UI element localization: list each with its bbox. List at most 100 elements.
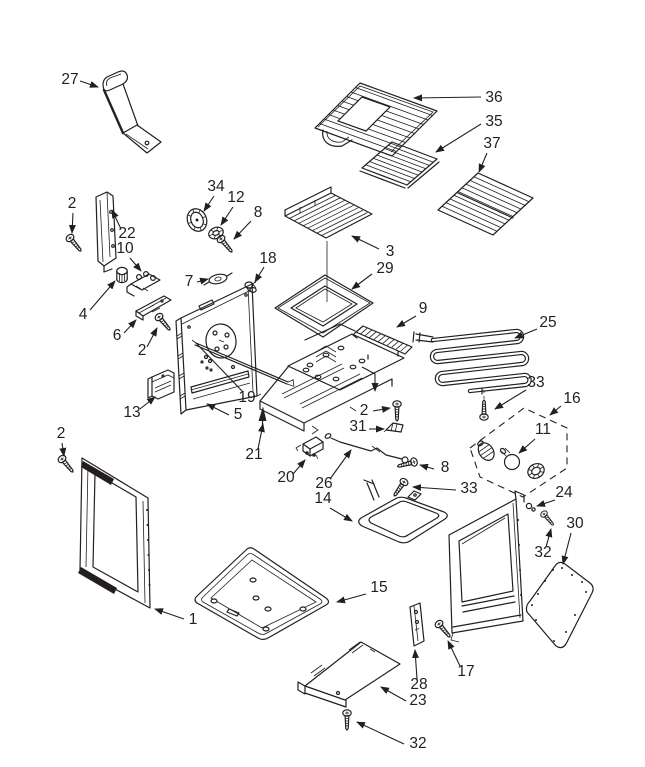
leader-line [146,327,158,348]
part-15-drawer-pan [194,547,330,641]
callout-19: 19 [195,342,256,406]
part-label-8: 8 [441,459,450,476]
leader-line [412,484,457,492]
part-label-37: 37 [483,135,500,152]
part-label-5: 5 [234,406,243,423]
part-label-32: 32 [409,735,426,752]
part-9-vent-grille [352,325,413,360]
callout-27: 27 [61,71,99,88]
leader-line [518,438,536,454]
callout-2c: 2 [360,402,391,419]
callout-13: 13 [123,396,156,421]
part-28-bracket-strip [409,602,425,647]
leader-line [419,463,435,471]
part-label-28: 28 [410,676,427,693]
callout-8b: 8 [419,459,450,476]
part-label-17: 17 [457,663,474,680]
part-31-clip-bracket [383,422,404,433]
leader-line [396,315,417,328]
light-lens [527,462,545,480]
leader-line [356,721,405,745]
part-14-drawer-element [358,479,448,544]
part-label-27: 27 [61,71,78,88]
part-11-light-bulb [499,447,521,471]
screw-33-element [479,399,489,421]
leader-line [203,195,215,212]
callout-36: 36 [413,89,503,106]
leader-line [111,209,122,230]
part-label-9: 9 [419,300,428,317]
callout-17: 17 [447,640,475,680]
leader-line [206,403,230,416]
part-10-terminal-block [126,271,161,297]
part-22-trim-strip [95,191,117,273]
leader-line [139,396,156,410]
callout-2b: 2 [138,327,158,359]
callout-7: 7 [185,273,209,290]
part-24-spacer-nut [525,502,536,512]
callout-2a: 2 [68,195,76,234]
leader-line [129,257,142,272]
leader-line [351,273,373,290]
callout-23: 23 [380,686,427,709]
part-label-14: 14 [314,490,332,507]
callout-25: 25 [514,314,557,339]
leader-line [195,342,244,393]
callout-32b: 32 [356,721,427,752]
part-25-bake-element [412,328,532,399]
burner-box-assembly [259,323,405,435]
part-label-21: 21 [245,446,262,463]
part-label-4: 4 [79,306,88,323]
part-label-29: 29 [376,260,393,277]
part-label-7: 7 [185,273,194,290]
part-26-oven-sensor [324,433,409,464]
side-frame-panel [448,490,525,643]
part-label-6: 6 [113,327,122,344]
part-37-oven-rack [437,172,534,236]
callout-5: 5 [206,403,243,423]
part-label-31: 31 [349,418,366,435]
leader-line [196,277,209,285]
part-5-rear-panel [175,281,262,415]
part-label-18: 18 [259,250,276,267]
part-6-bracket-rail [135,295,172,321]
callout-37: 37 [478,135,501,173]
leader-line [372,405,391,413]
part-label-32: 32 [534,544,551,561]
callout-21: 21 [245,423,265,463]
part-label-20: 20 [277,469,295,486]
part-3-rack-support [284,186,373,239]
part-label-25: 25 [539,314,556,331]
leader-line [254,266,265,283]
part-label-13: 13 [123,404,140,421]
callout-3: 3 [351,235,394,260]
callout-20: 20 [277,459,306,486]
part-label-1: 1 [189,611,198,628]
callout-30: 30 [561,515,584,565]
part-23-access-panel [297,641,401,708]
part-label-8: 8 [254,204,263,221]
part-19-support-rod [191,339,295,388]
part-36-oven-rack-offset [314,82,438,157]
screw-17 [433,618,454,641]
leader-line [549,405,562,416]
callout-32a: 32 [534,528,553,561]
leader-line [447,640,461,667]
leader-line [154,608,185,620]
callout-12: 12 [220,189,245,226]
leader-line [292,459,306,475]
callout-2d: 2 [57,425,67,457]
part-label-23: 23 [409,692,426,709]
leader-line [514,328,538,339]
part-label-2: 2 [138,342,147,359]
callout-22: 22 [111,209,136,242]
part-label-2: 2 [360,402,369,419]
leader-line [68,212,76,234]
part-label-34: 34 [207,178,225,195]
screw-2-upper-left [64,232,85,255]
part-label-10: 10 [116,240,134,257]
leader-line [536,499,556,507]
leader-line [478,152,488,173]
screw-32-side [539,509,557,528]
